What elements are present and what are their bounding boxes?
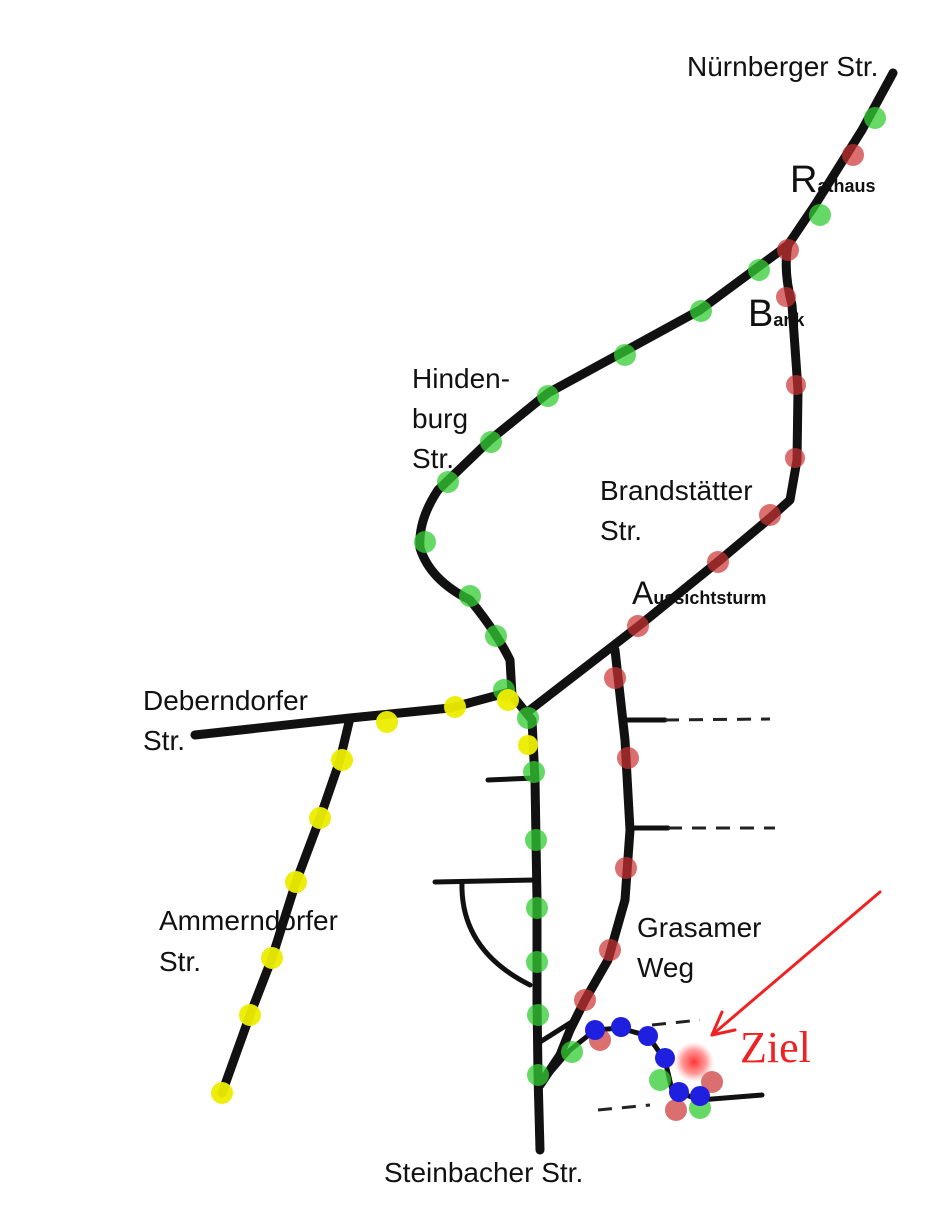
road-deberndorfer [190,687,515,740]
stop-marker [574,989,596,1011]
stop-marker [485,625,507,647]
label-rathaus-initial: R [790,159,817,201]
stop-marker [611,1017,631,1037]
side-street-curve [459,879,533,988]
label-ziel: Ziel [740,1023,811,1072]
stop-marker [437,471,459,493]
stop-marker [748,259,770,281]
label-bank-initial: B [748,293,773,335]
label-rathaus: Rathaus [790,159,875,201]
stop-marker [585,1020,605,1040]
stop-marker [561,1041,583,1063]
label-hindenburg-2: burg [412,403,468,434]
stop-marker [842,144,864,166]
side-street-4 [432,877,538,885]
stop-marker [669,1082,689,1102]
label-deberndorfer-2: Str. [143,725,185,756]
stop-marker [480,431,502,453]
label-rathaus-rest: athaus [817,176,875,196]
label-brandstaetter-2: Str. [600,515,642,546]
label-aussichtsturm: Aussichtsturm [632,575,766,611]
side-street-5 [537,1015,581,1045]
stop-marker [459,585,481,607]
label-bank: Bank [748,293,805,335]
stop-marker [376,711,398,733]
stop-marker [638,1026,658,1046]
stop-marker [617,747,639,769]
dashed-street-3 [651,1018,701,1027]
label-steinbacher-str: Steinbacher Str. [384,1157,583,1188]
stop-marker [615,857,637,879]
dashed-street-1 [664,717,771,722]
label-grasamer-1: Grasamer [637,912,761,943]
destination-marker [674,1042,714,1082]
stop-marker [526,951,548,973]
stop-marker [527,1064,549,1086]
stop-marker [599,939,621,961]
label-hindenburg-1: Hinden- [412,363,510,394]
stop-marker [414,531,436,553]
stop-marker [527,1004,549,1026]
stop-marker [526,897,548,919]
label-ammerndorfer-1: Ammerndorfer [159,905,338,936]
stop-marker [864,107,886,129]
stop-marker [285,871,307,893]
stop-marker [690,300,712,322]
stop-marker [497,689,519,711]
stop-marker [665,1099,687,1121]
label-brandstaetter-1: Brandstätter [600,475,753,506]
stop-marker [649,1069,671,1091]
stop-marker [777,239,799,261]
blue-stops [585,1017,710,1106]
stop-marker [309,807,331,829]
stop-marker [809,204,831,226]
stop-marker [523,761,545,783]
label-ammerndorfer-2: Str. [159,946,201,977]
stop-marker [211,1082,233,1104]
label-aussichtsturm-rest: ussichtsturm [653,588,766,608]
label-aussichtsturm-initial: A [632,575,654,611]
stop-marker [707,551,729,573]
label-hindenburg-3: Str. [412,443,454,474]
stop-marker [759,504,781,526]
roads [190,68,898,1155]
stop-marker [785,448,805,468]
stop-marker [655,1048,675,1068]
stop-marker [239,1004,261,1026]
stop-marker [614,344,636,366]
stop-marker [517,707,539,729]
yellow-stops [211,689,538,1104]
stop-marker [331,749,353,771]
stop-marker [525,829,547,851]
label-bank-rest: ank [773,310,805,330]
stop-marker [518,735,538,755]
stop-marker [786,375,806,395]
label-deberndorfer-1: Deberndorfer [143,685,308,716]
stop-marker [604,667,626,689]
destination-arrow [710,890,882,1037]
stop-marker [776,287,796,307]
stop-marker [444,696,466,718]
stop-marker [690,1086,710,1106]
stop-marker [261,947,283,969]
label-grasamer-2: Weg [637,952,694,983]
dashed-street-4 [597,1103,651,1112]
stop-marker [537,385,559,407]
label-nuernberger-str: Nürnberger Str. [687,51,878,82]
stop-marker [627,615,649,637]
